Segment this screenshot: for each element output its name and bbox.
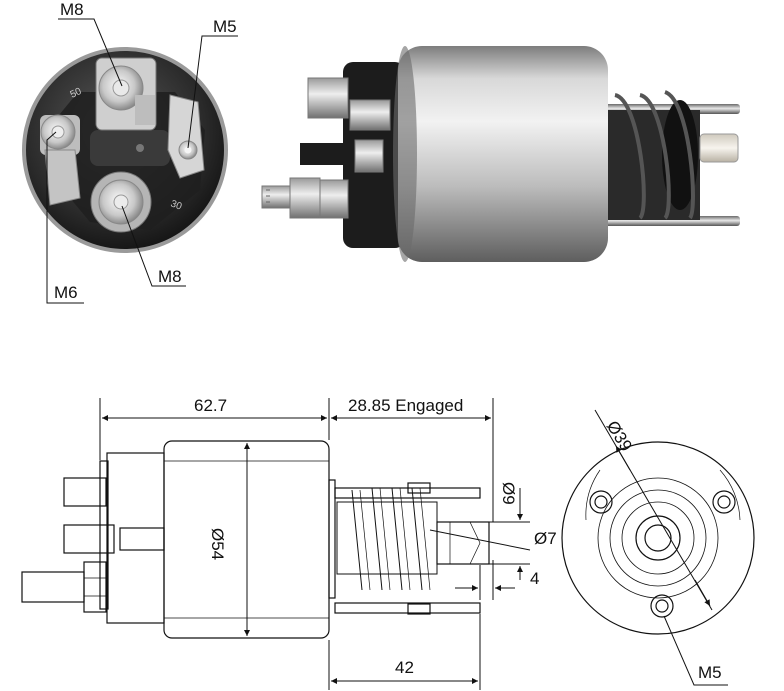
leader-m6: [46, 131, 84, 304]
leader-m5: [187, 35, 238, 149]
callout-m5: M5: [213, 17, 237, 36]
terminal-mark-50: 50: [69, 86, 84, 101]
dim-length: 62.7: [194, 396, 228, 415]
dim-plunger-dia: Ø7: [534, 529, 557, 548]
dim-gap: 4: [530, 569, 540, 588]
drawn-plunger: [436, 521, 490, 565]
side-terminals: [261, 77, 391, 219]
terminal-m8-bottom: [90, 171, 152, 233]
dim-mount-thread: M5: [698, 663, 722, 682]
leader-mount-thread: [663, 615, 728, 686]
plunger-nose: [699, 133, 739, 163]
drawn-spring: [336, 487, 438, 591]
end-drawing: [561, 441, 755, 635]
drawn-cap: [106, 452, 165, 624]
terminal-m5: [167, 94, 205, 179]
leader-bottom-m8: [121, 205, 186, 287]
steel-can: [398, 46, 608, 262]
drawn-terminal-top: [63, 477, 107, 507]
leader-plunger-dia: [429, 529, 531, 551]
end-view-leaders: [46, 18, 238, 304]
callout-top-m8: M8: [60, 0, 84, 19]
callout-bottom-m8: M8: [158, 267, 182, 286]
terminal-m6: [40, 114, 81, 206]
terminal-mark-30: 30: [169, 198, 184, 212]
end-dimensions: [594, 409, 728, 686]
drawn-end-outer: [561, 441, 755, 635]
dim-plunger-len: 42: [395, 658, 414, 677]
dim-stud-dia: Ø9: [499, 482, 518, 505]
drawn-terminal-mid: [63, 524, 115, 554]
side-dimensions: [99, 398, 531, 690]
drawn-terminal-bottom: [21, 571, 85, 603]
dim-engaged: 28.85 Engaged: [348, 396, 464, 415]
dim-line-bolt-circle: [594, 409, 713, 611]
end-view-photo: 50 30: [22, 47, 228, 253]
side-view-photo: [261, 46, 740, 262]
callout-m6: M6: [54, 283, 78, 302]
side-drawing: [21, 440, 490, 639]
leader-top-m8: [58, 18, 123, 87]
return-spring: [600, 90, 700, 220]
dim-body-dia: Ø54: [208, 528, 227, 561]
terminal-m8-top: [95, 57, 157, 131]
